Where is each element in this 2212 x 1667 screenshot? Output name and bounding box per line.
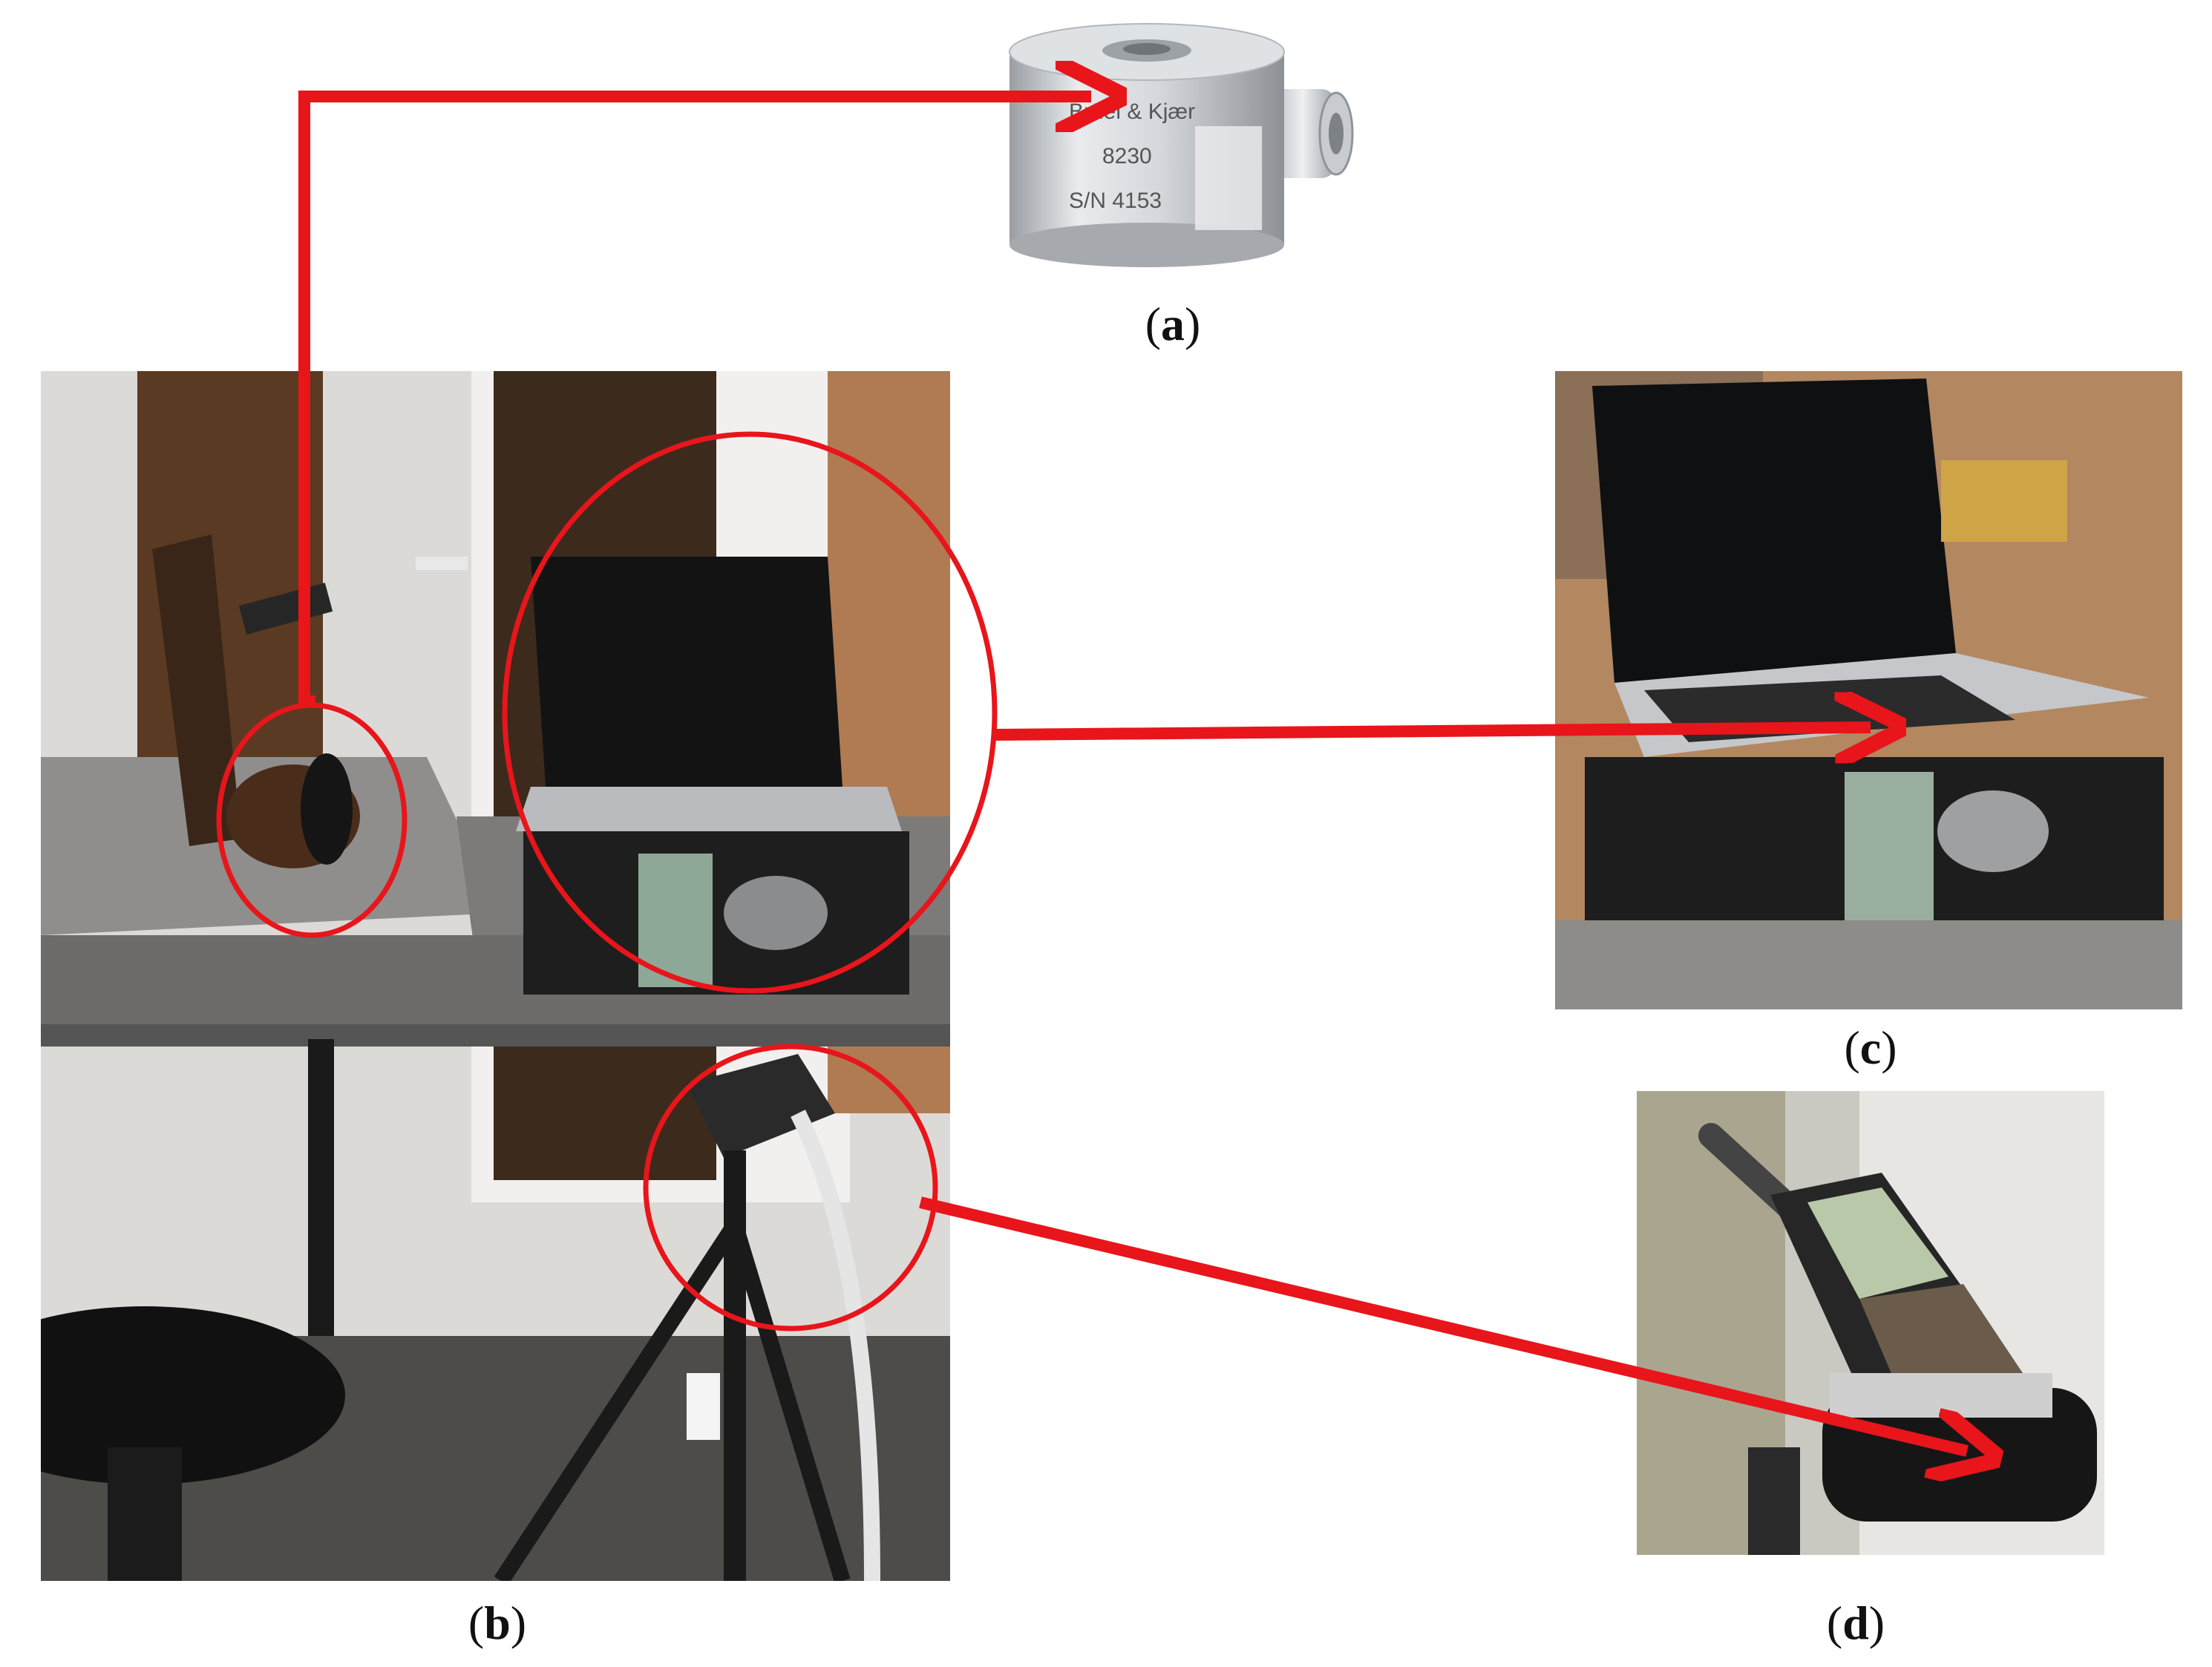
caption-a: (a) bbox=[1145, 298, 1201, 350]
setup-photo bbox=[41, 371, 950, 1581]
daq-chassis bbox=[523, 831, 909, 995]
model-text: 8230 bbox=[1102, 144, 1152, 168]
caption-d: (d) bbox=[1826, 1596, 1885, 1649]
accelerometer-image: Brüel & Kjær 8230 S/N 4153 bbox=[987, 15, 1373, 275]
laptop-closeup-drawing bbox=[1555, 371, 2182, 1009]
laptop-keyboard bbox=[516, 787, 902, 831]
brand-text: Brüel & Kjær bbox=[1069, 99, 1195, 124]
meter-closeup-photo bbox=[1637, 1091, 2104, 1555]
meter-closeup-drawing bbox=[1637, 1091, 2104, 1555]
accelerometer-drawing: Brüel & Kjær 8230 S/N 4153 bbox=[1009, 23, 1354, 267]
caption-b: (b) bbox=[468, 1596, 527, 1649]
laptop-screen bbox=[531, 557, 842, 787]
serial-text: S/N 4153 bbox=[1069, 189, 1162, 213]
connector-body bbox=[1269, 89, 1336, 178]
stool bbox=[41, 1306, 345, 1484]
tripod bbox=[724, 1150, 746, 1581]
laptop-screen bbox=[1592, 379, 1956, 683]
caption-c: (c) bbox=[1844, 1021, 1897, 1074]
laptop-closeup-photo bbox=[1555, 371, 2182, 1009]
setup-photo-drawing bbox=[41, 371, 950, 1581]
